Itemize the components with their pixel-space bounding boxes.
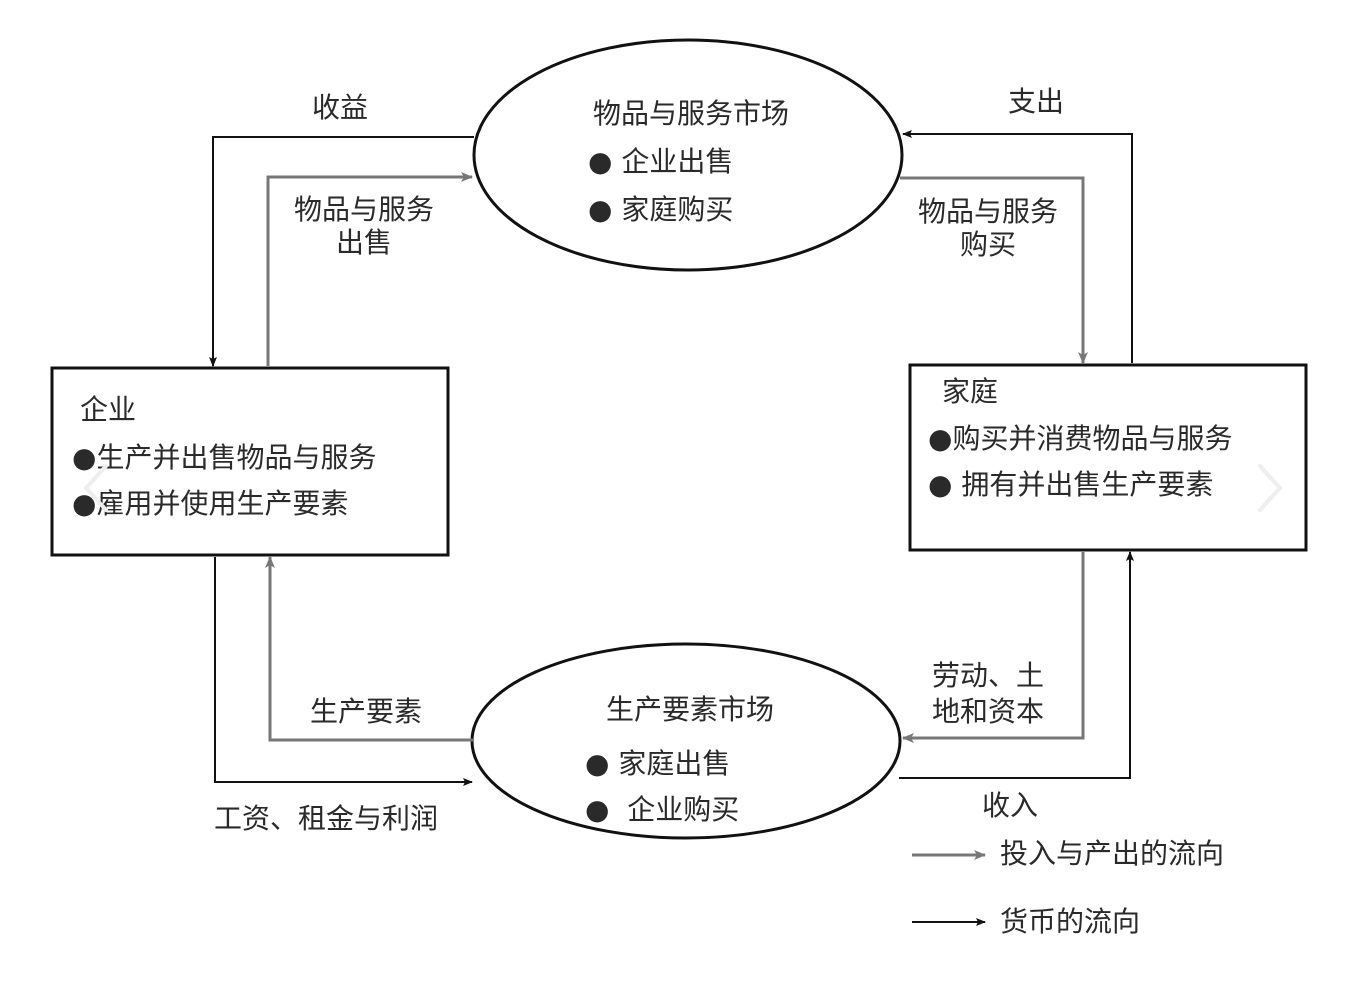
goods-market-title: 物品与服务市场 [593, 97, 790, 130]
firms-box [50, 366, 450, 557]
goods-bought-arrow [900, 176, 1088, 364]
income-arrow [899, 551, 1134, 779]
households-title: 家庭 [942, 375, 999, 408]
goods-sold-label: 物品与服务出售 [293, 193, 434, 260]
households-bullet: ● 拥有并出售生产要素 [928, 468, 1214, 501]
previous-chevron-icon[interactable] [78, 458, 118, 518]
spending-arrow [902, 130, 1133, 363]
factor-market-bullet: ● 家庭出售 [585, 747, 731, 780]
factors-label: 生产要素 [310, 695, 423, 728]
firms-bullet: ●生产并出售物品与服务 [72, 441, 377, 474]
goods-market-bullet: ● 企业出售 [588, 145, 734, 178]
income-label: 收入 [982, 789, 1039, 822]
households-box [908, 363, 1308, 552]
wages-arrow [214, 557, 473, 786]
households-bullet: ●购买并消费物品与服务 [928, 422, 1233, 455]
goods-bought-label: 物品与服务购买 [917, 195, 1058, 262]
factors-arrow [265, 556, 474, 742]
legend-goods-label: 投入与产出的流向 [1000, 837, 1225, 870]
revenue-arrow [209, 136, 474, 367]
labor-land-capital-label: 劳动、土地和资本 [932, 659, 1045, 728]
spending-label: 支出 [1008, 85, 1065, 118]
revenue-label: 收益 [312, 91, 369, 124]
next-chevron-icon[interactable] [1248, 458, 1288, 518]
goods-market-ellipse [472, 38, 904, 272]
labor-land-capital-arrow [902, 552, 1085, 743]
firms-bullet: ●雇用并使用生产要素 [72, 487, 349, 520]
goods-sold-arrow [266, 172, 473, 366]
firms-title: 企业 [80, 393, 137, 426]
factor-market-title: 生产要素市场 [606, 693, 775, 726]
wages-label: 工资、租金与利润 [214, 802, 439, 835]
goods-market-bullet: ● 家庭购买 [588, 193, 734, 226]
legend-money-label: 货币的流向 [1000, 905, 1141, 938]
factor-market-bullet: ● 企业购买 [585, 793, 740, 826]
